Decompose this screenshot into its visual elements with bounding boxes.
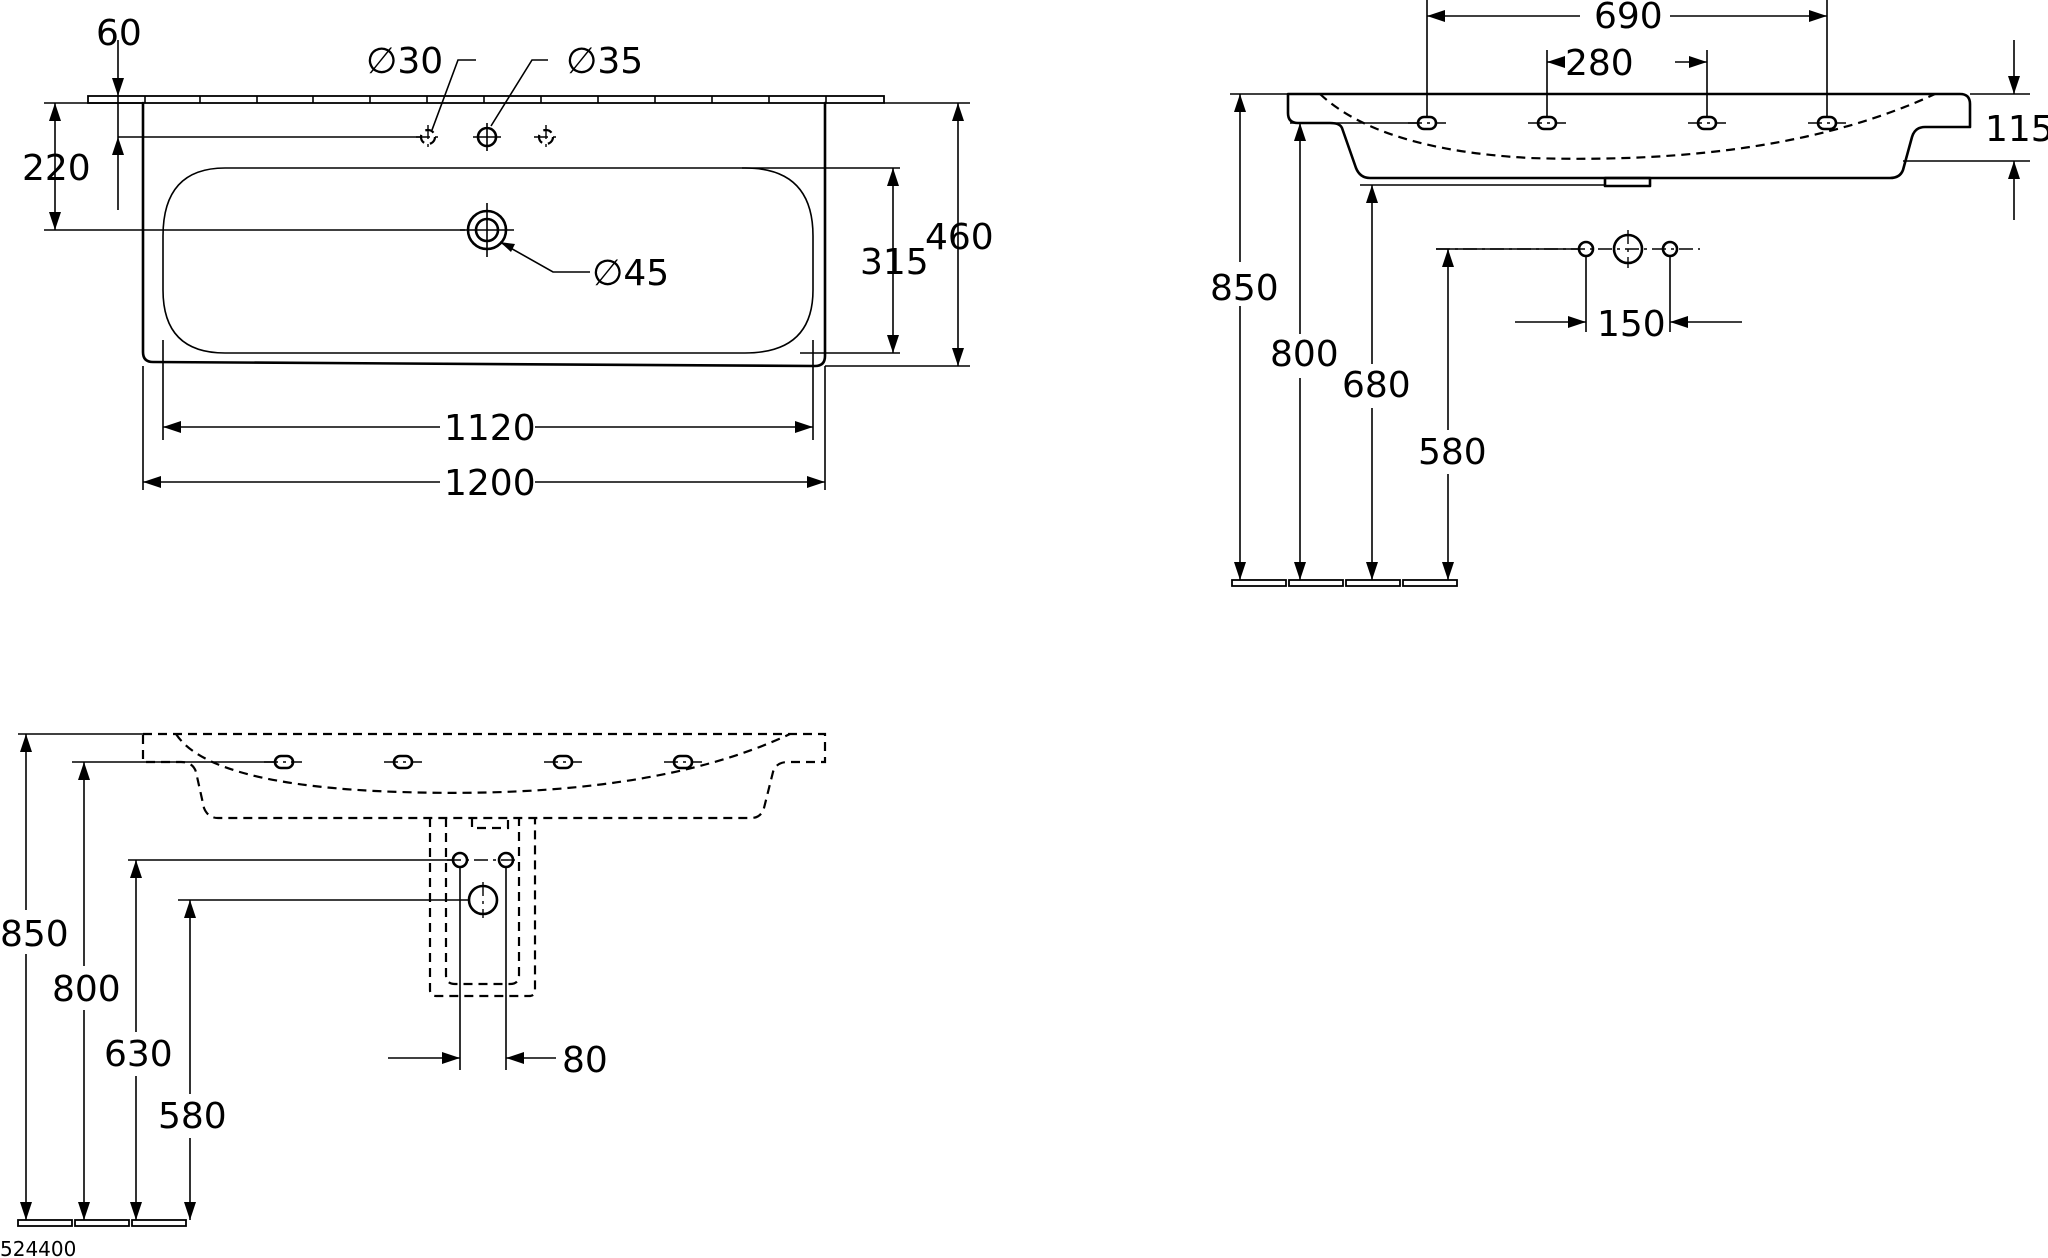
dim-height-supply-front: 630 bbox=[104, 1034, 173, 1075]
label-waste-hole: ∅45 bbox=[592, 253, 669, 294]
dim-height-rim-front: 850 bbox=[0, 914, 69, 955]
fixing-holes-side bbox=[1408, 115, 1846, 131]
dim-overall-width: 1200 bbox=[444, 463, 536, 504]
dim-height-waste-side: 580 bbox=[1418, 432, 1487, 473]
floor-front bbox=[17, 1219, 187, 1227]
pedestal-outline bbox=[428, 818, 537, 998]
dim-height-rim-side: 850 bbox=[1210, 268, 1279, 309]
tap-hole-main bbox=[473, 123, 501, 151]
bowl-profile-side bbox=[1319, 93, 1936, 160]
waste-outlet-top bbox=[460, 203, 514, 257]
dim-supply-spacing-front: 80 bbox=[562, 1040, 608, 1081]
dim-outer-fixing-spacing: 690 bbox=[1594, 0, 1663, 37]
supply-waste-front bbox=[447, 851, 519, 918]
floor-side bbox=[1231, 579, 1458, 587]
dim-rim-width: 60 bbox=[96, 13, 142, 54]
basin-profile-front bbox=[141, 732, 827, 820]
basin-outline-top bbox=[141, 101, 827, 368]
dim-tap-offset: 220 bbox=[22, 148, 91, 189]
dim-supply-spacing-side: 150 bbox=[1597, 304, 1666, 345]
tap-hole-optional-right bbox=[534, 125, 558, 149]
dim-overall-depth: 460 bbox=[925, 217, 994, 258]
dim-bowl-depth: 315 bbox=[860, 242, 929, 283]
dim-height-waste-front: 580 bbox=[158, 1096, 227, 1137]
top-view: 60 220 ∅30 ∅35 ∅45 315 460 1120 1200 bbox=[22, 13, 994, 504]
dim-bowl-width: 1120 bbox=[444, 408, 536, 449]
label-tap-hole-main: ∅35 bbox=[566, 41, 643, 82]
dim-height-underside-side: 680 bbox=[1342, 365, 1411, 406]
article-number: 524400 bbox=[0, 1237, 76, 1258]
front-view: 524400 850 800 630 580 bbox=[0, 732, 827, 1258]
wall-tile-strip bbox=[87, 95, 885, 104]
label-tap-hole-small: ∅30 bbox=[366, 41, 443, 82]
basin-profile-side bbox=[1286, 92, 1972, 180]
dim-inner-fixing-spacing: 280 bbox=[1565, 43, 1634, 84]
dim-rim-height: 115 bbox=[1985, 109, 2048, 150]
dim-height-fixing-front: 800 bbox=[52, 969, 121, 1010]
fixing-holes-front bbox=[264, 754, 702, 770]
bowl-outline-top bbox=[162, 167, 814, 354]
side-view: 690 280 115 150 850 800 bbox=[1210, 0, 2048, 587]
dim-height-fixing-side: 800 bbox=[1270, 334, 1339, 375]
